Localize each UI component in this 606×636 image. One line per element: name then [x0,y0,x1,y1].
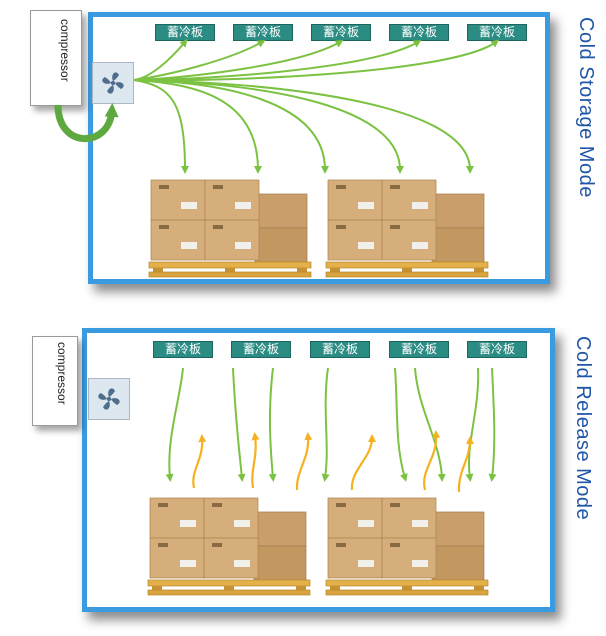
cold-arrow [165,367,184,482]
cold-arrow [394,367,408,482]
cold-arrow [465,367,480,482]
box-label [234,520,250,527]
compressor-airflow-arrow [54,103,119,143]
compressor-unit-bottom: compressor [32,336,78,426]
box-label [235,242,251,249]
cargo-box [253,545,307,581]
box-label [212,503,222,507]
box-label [336,503,346,507]
warm-arrow [350,434,376,491]
fan-blades-icon [102,72,124,94]
cold-release-plate-4: 蓄冷板 [389,341,449,358]
down-line [133,79,189,174]
cold-storage-supply-lines [133,38,500,82]
cold-release-plate-3: 蓄冷板 [310,341,370,358]
cargo-box [431,511,485,547]
box-label [213,225,223,229]
down-line [133,79,329,174]
supply-line [133,38,188,81]
pallet [148,271,312,278]
box-label [336,185,346,189]
cold-release-plate-1: 蓄冷板 [153,341,213,358]
warm-arrow [295,432,313,491]
box-label [390,225,400,229]
cold-arrow [268,367,277,482]
cargo-box [431,545,485,581]
pallet [325,579,489,587]
cargo-box [149,537,205,579]
box-label [234,560,250,567]
warm-arrow [457,436,474,493]
cold-arrow [321,367,330,482]
box-label [181,202,197,209]
box-label [180,520,196,527]
box-label [390,503,400,507]
cold-storage-plate-1: 蓄冷板 [155,24,215,41]
cargo-box [253,511,307,547]
cold-storage-plate-3: 蓄冷板 [311,24,371,41]
box-label [412,560,428,567]
pallet [325,589,489,596]
warm-arrow [251,432,260,489]
box-label [235,202,251,209]
box-label [358,242,374,249]
box-label [212,543,222,547]
cold-arrow [232,367,246,482]
box-label [336,225,346,229]
box-label [336,543,346,547]
cold-release-cold-arrows [165,367,497,482]
box-label [412,520,428,527]
box-label [358,560,374,567]
cold-release-plate-5: 蓄冷板 [467,341,527,358]
compressor-unit-top: compressor [30,10,82,106]
box-label [159,225,169,229]
box-label [181,242,197,249]
box-label [390,185,400,189]
down-line [133,79,262,174]
supply-line [133,40,344,81]
down-line [133,79,404,174]
cold-arrow [414,367,446,482]
cold-release-warm-arrows [192,430,474,493]
pallet [325,261,489,269]
down-line [133,79,474,174]
box-label [180,560,196,567]
box-label [412,202,428,209]
fan-blades-icon [98,388,120,410]
pallet [148,261,312,269]
cold-arrow [488,367,497,482]
box-label [358,520,374,527]
warm-arrow [192,434,207,489]
supply-line [133,39,500,82]
box-label [158,503,168,507]
supply-line [133,39,422,81]
cargo-box [254,193,308,229]
cargo-box [431,193,485,229]
cold-storage-down-lines [133,79,474,174]
box-label [213,185,223,189]
box-label [412,242,428,249]
box-label [159,185,169,189]
cargo-box [431,227,485,263]
supply-line [133,40,266,81]
box-label [390,543,400,547]
pallet [147,579,311,587]
box-label [358,202,374,209]
pallet [147,589,311,596]
warm-arrow [423,430,441,491]
pallet [325,271,489,278]
cold-release-plate-2: 蓄冷板 [231,341,291,358]
fan-icon [88,378,130,420]
box-label [158,543,168,547]
cargo-box [254,227,308,263]
